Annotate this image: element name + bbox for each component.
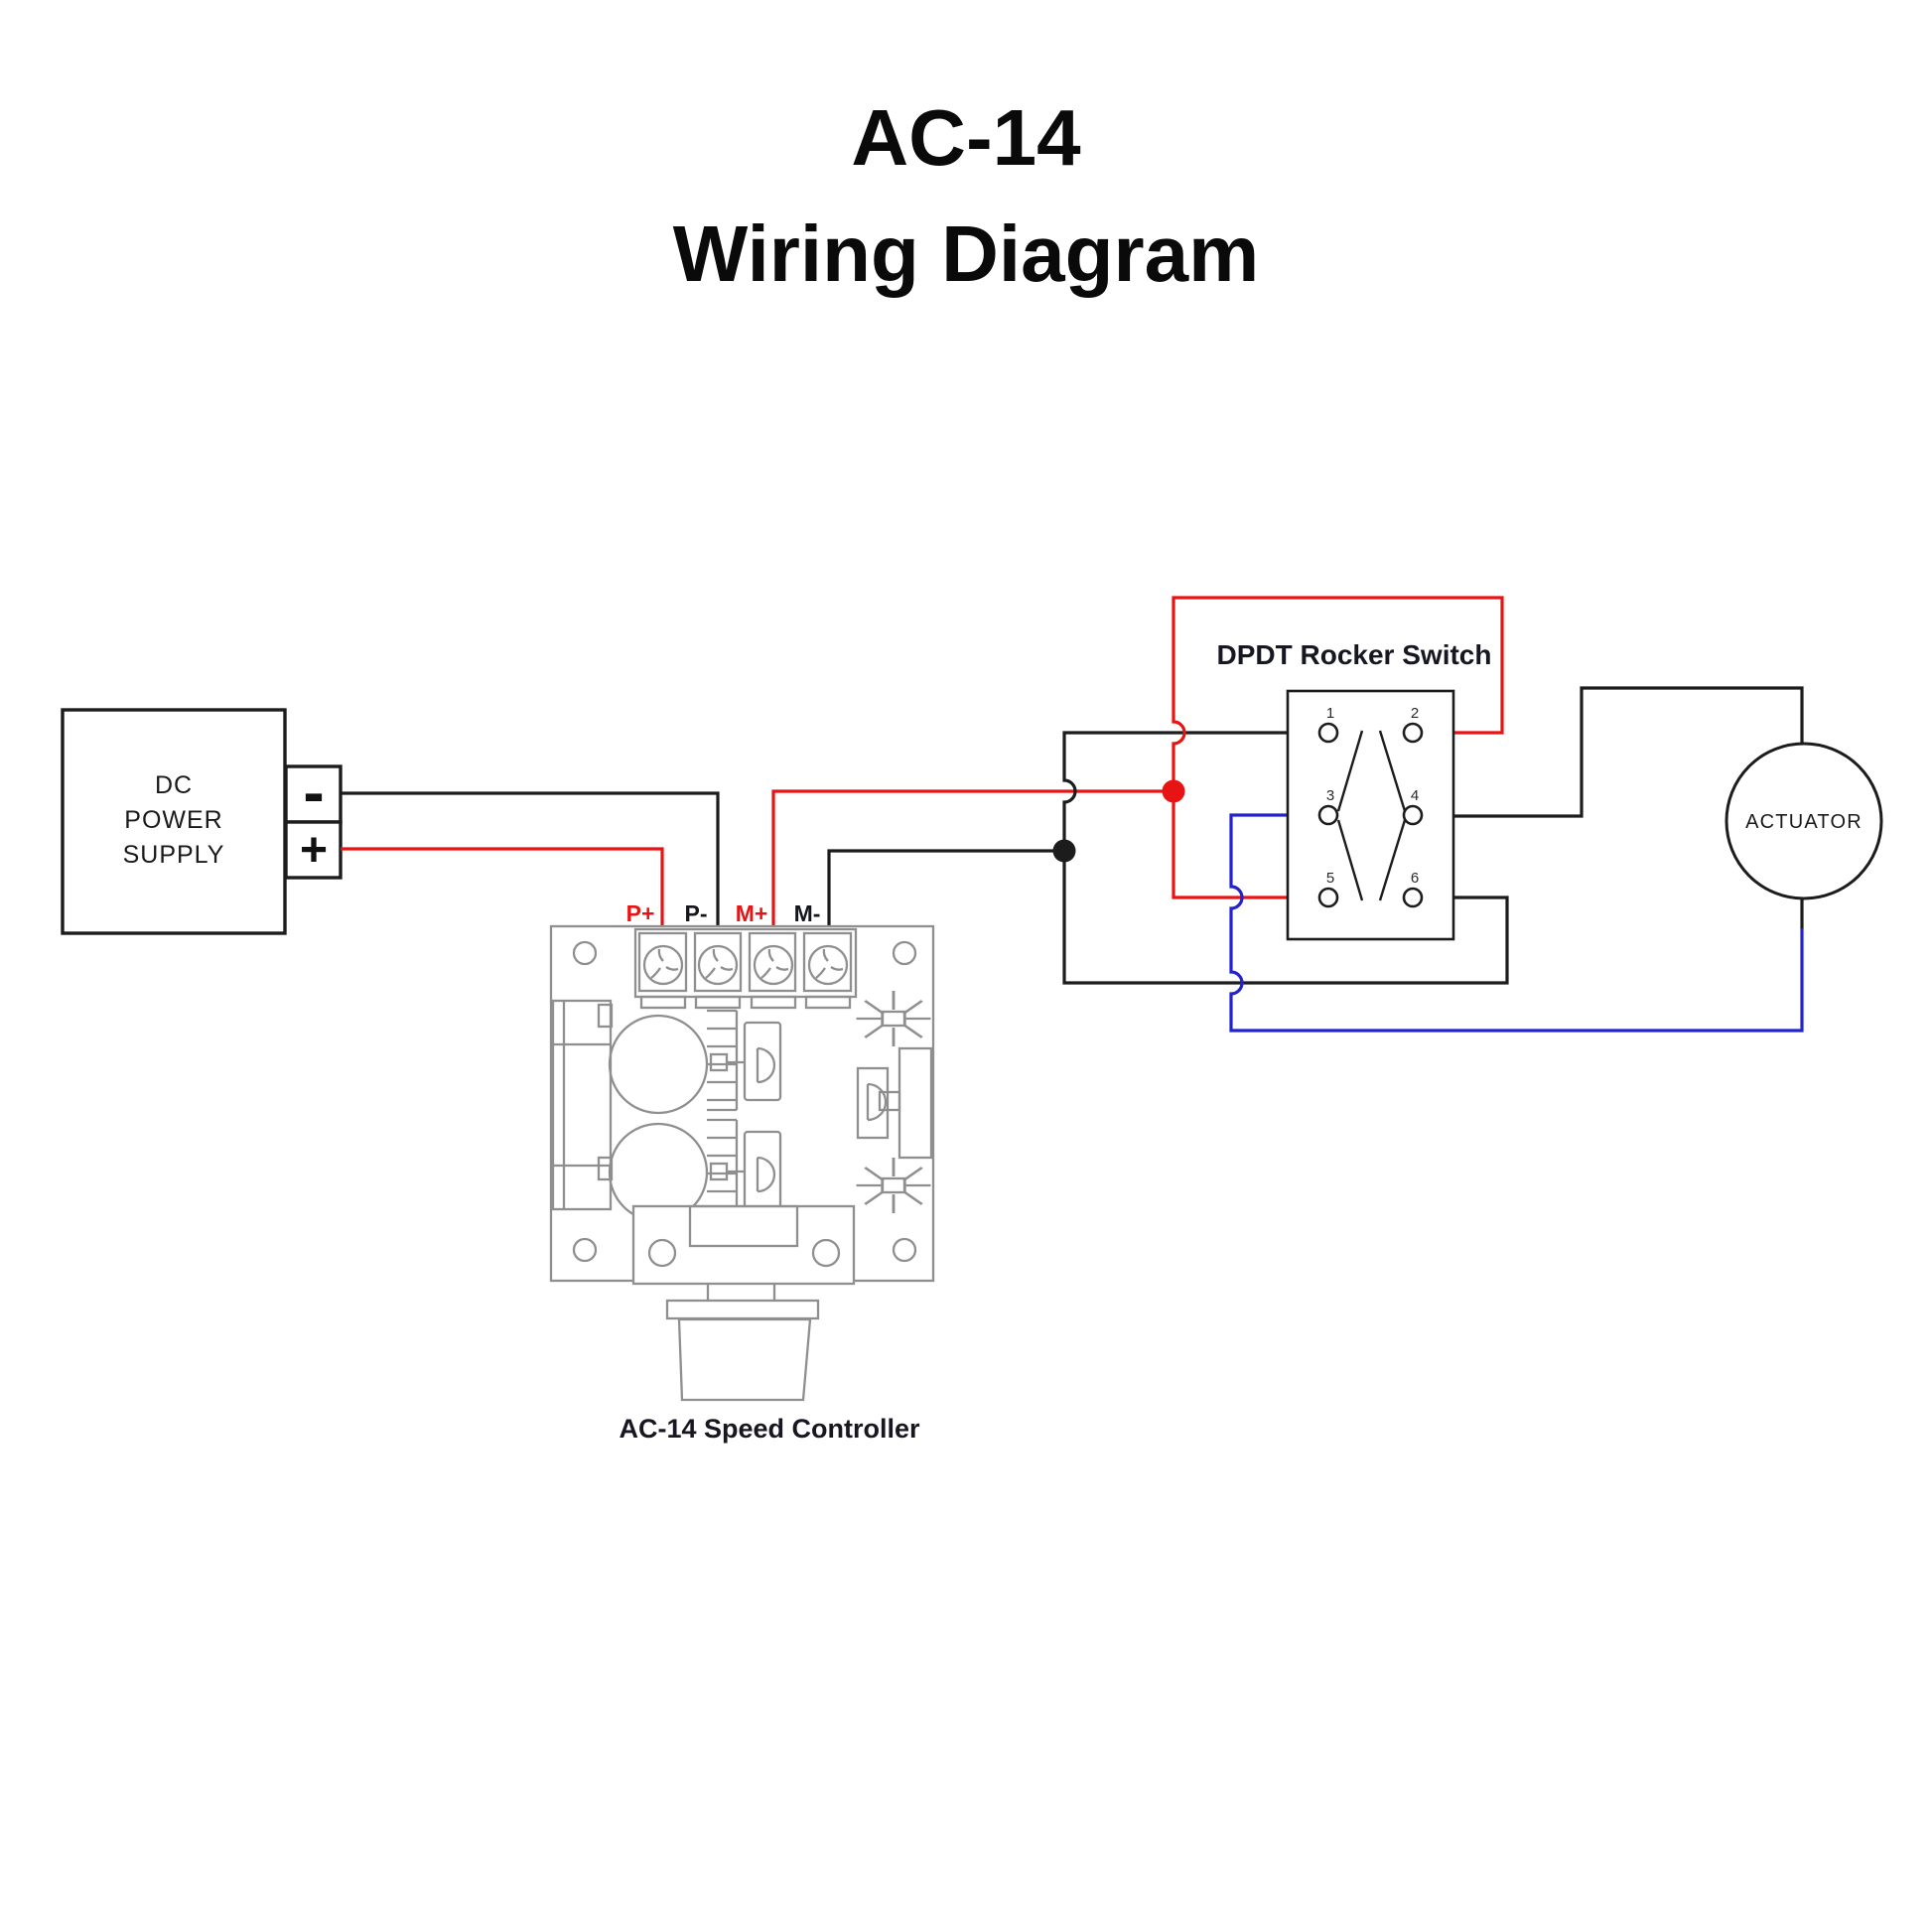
switch-pin-5-circle bbox=[1317, 887, 1339, 908]
dpdt-switch-body bbox=[1286, 689, 1455, 941]
dpdt-switch-label: DPDT Rocker Switch bbox=[1217, 639, 1492, 670]
switch-crossover-line-2 bbox=[1378, 730, 1407, 812]
negative-terminal-label: - bbox=[303, 757, 324, 828]
pcb-corner-hole bbox=[892, 1237, 917, 1263]
switch-pin-5-number: 5 bbox=[1326, 870, 1334, 887]
terminal-cell bbox=[748, 931, 797, 993]
page-title-line2: Wiring Diagram bbox=[673, 209, 1259, 298]
pcb-corner-hole bbox=[892, 940, 917, 966]
switch-pin-1-circle bbox=[1317, 722, 1339, 744]
screw-terminal bbox=[697, 944, 739, 986]
switch-pin-1-number: 1 bbox=[1326, 705, 1334, 722]
terminal-solder-pad bbox=[639, 995, 687, 1010]
terminal-cell bbox=[637, 931, 688, 993]
switch-pin-6-circle bbox=[1402, 887, 1424, 908]
positive-terminal-label: + bbox=[300, 824, 328, 877]
wire-red-junction-to-pins-2-5 bbox=[1172, 596, 1504, 899]
label-p-minus: P- bbox=[685, 900, 708, 926]
label-m-plus: M+ bbox=[736, 900, 768, 926]
wire-black-junction-to-pins-1-6 bbox=[1062, 731, 1509, 985]
black-junction-dot bbox=[1052, 839, 1076, 863]
dc-power-supply-label-line1: DC bbox=[155, 771, 193, 799]
heatsink-star-top bbox=[856, 991, 931, 1046]
terminal-block bbox=[633, 927, 858, 999]
speed-controller-board bbox=[549, 924, 935, 1402]
terminal-solder-pad bbox=[804, 995, 852, 1010]
actuator-circle bbox=[1725, 742, 1883, 900]
dc-power-supply-label-line3: SUPPLY bbox=[123, 841, 225, 869]
wire-dc-negative-to-p-minus bbox=[341, 791, 720, 983]
terminal-cell bbox=[693, 931, 743, 993]
actuator-label: ACTUATOR bbox=[1745, 811, 1863, 833]
dc-power-supply-label-line2: POWER bbox=[124, 806, 222, 834]
switch-pin-2-number: 2 bbox=[1411, 705, 1419, 722]
wire-m-plus-to-junction bbox=[771, 789, 1173, 983]
page-title-line1: AC-14 bbox=[851, 93, 1081, 182]
switch-pin-2-circle bbox=[1402, 722, 1424, 744]
fuse-component bbox=[551, 999, 614, 1211]
switch-pin-4-circle bbox=[1402, 804, 1424, 826]
potentiometer-knob bbox=[665, 1284, 820, 1402]
pcb-corner-hole bbox=[572, 940, 598, 966]
positive-terminal-box bbox=[284, 820, 343, 880]
heatsink-star-bottom bbox=[856, 1158, 931, 1213]
dc-power-supply-box bbox=[61, 708, 287, 935]
heatsink-fins-transistor bbox=[707, 1009, 782, 1112]
terminal-solder-pad bbox=[750, 995, 797, 1010]
red-junction-dot bbox=[1162, 779, 1185, 803]
switch-pin-6-number: 6 bbox=[1411, 870, 1419, 887]
terminal-solder-pad bbox=[694, 995, 742, 1010]
switch-crossover-line-1 bbox=[1336, 730, 1364, 812]
pcb-corner-hole bbox=[572, 1237, 598, 1263]
screw-terminal bbox=[753, 944, 794, 986]
switch-pin-3-number: 3 bbox=[1326, 787, 1334, 804]
mounting-bracket bbox=[631, 1204, 856, 1286]
screw-terminal bbox=[807, 944, 849, 986]
label-m-minus: M- bbox=[794, 900, 821, 926]
right-transistor-assembly bbox=[856, 1046, 933, 1160]
switch-crossover-line-4 bbox=[1378, 819, 1407, 901]
screw-terminal bbox=[642, 944, 684, 986]
wire-blue-pin3-to-actuator bbox=[1229, 813, 1804, 1033]
speed-controller-label: AC-14 Speed Controller bbox=[619, 1414, 920, 1444]
wire-pin4-to-actuator bbox=[1422, 686, 1804, 818]
switch-pin-3-circle bbox=[1317, 804, 1339, 826]
label-p-plus: P+ bbox=[626, 900, 655, 926]
switch-crossover-line-3 bbox=[1336, 819, 1364, 901]
switch-pin-4-number: 4 bbox=[1411, 787, 1419, 804]
terminal-cell bbox=[802, 931, 853, 993]
